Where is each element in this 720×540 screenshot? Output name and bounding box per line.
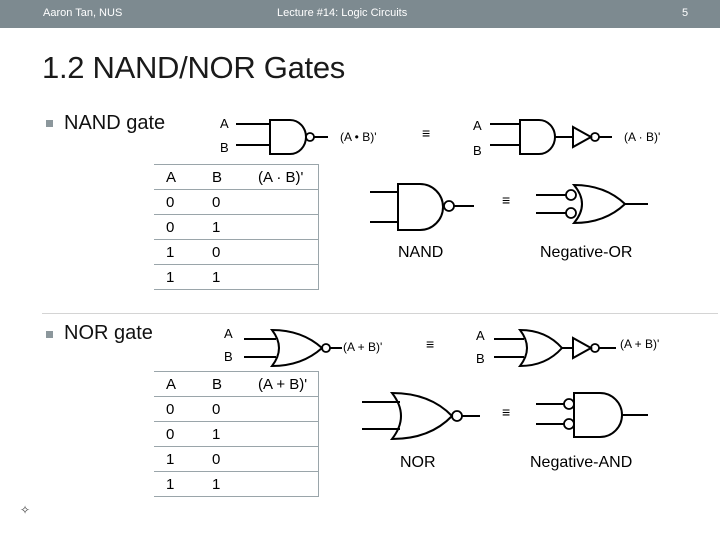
nor-equiv-output: (A + B)' (620, 337, 660, 351)
cell-a: 0 (154, 421, 200, 447)
table-row: 0 1 (154, 214, 319, 240)
nand-bullet: NAND gate (64, 112, 166, 134)
table-row: 1 1 (154, 264, 319, 290)
slide-title: 1.2 NAND/NOR Gates (42, 50, 345, 85)
negative-or-large-symbol (536, 183, 648, 225)
cell-a: 1 (154, 239, 200, 265)
cell-output (246, 471, 319, 497)
lecture-title: Lecture #14: Logic Circuits (277, 7, 408, 19)
cell-output (246, 189, 319, 215)
cell-output (246, 239, 319, 265)
cell-b: 1 (200, 471, 246, 497)
nand-diagram-equiv-symbol: ≡ (502, 192, 511, 208)
cell-a: 0 (154, 396, 200, 422)
nor-input-a: A (224, 326, 233, 341)
cell-b: 0 (200, 446, 246, 472)
nor-large-symbol (362, 391, 480, 441)
col-header-b: B (200, 371, 246, 397)
table-row: 1 0 (154, 446, 319, 472)
nor-equiv-symbol: ≡ (426, 336, 435, 352)
col-header-a: A (154, 371, 200, 397)
nand-output-label: (A • B)' (340, 130, 377, 144)
table-header-row: A B (A · B)' (154, 164, 319, 190)
nand-truth-table: A B (A · B)' 0 0 0 1 1 0 1 1 (154, 164, 319, 290)
table-row: 0 0 (154, 396, 319, 422)
col-header-a: A (154, 164, 200, 190)
negative-or-nand-equivalent (490, 119, 612, 155)
cell-output (246, 396, 319, 422)
bullet-marker (46, 120, 53, 127)
cell-b: 1 (200, 264, 246, 290)
cell-a: 1 (154, 264, 200, 290)
table-row: 1 1 (154, 471, 319, 497)
nand-equiv-input-b: B (473, 143, 482, 158)
negative-or-caption: Negative-OR (540, 244, 633, 261)
nor-diagram-equiv-symbol: ≡ (502, 404, 511, 420)
table-header-row: A B (A + B)' (154, 371, 319, 397)
nand-input-a: A (220, 116, 229, 131)
cell-b: 1 (200, 421, 246, 447)
cell-a: 1 (154, 446, 200, 472)
cell-a: 1 (154, 471, 200, 497)
cell-a: 0 (154, 189, 200, 215)
col-header-output: (A + B)' (246, 371, 319, 397)
nand-caption: NAND (398, 244, 444, 261)
bullet-marker (46, 331, 53, 338)
cell-output (246, 446, 319, 472)
crosshair-icon: ✧ (20, 503, 31, 517)
nand-equiv-symbol: ≡ (422, 125, 431, 141)
table-row: 1 0 (154, 239, 319, 265)
cell-b: 0 (200, 396, 246, 422)
cell-a: 0 (154, 214, 200, 240)
nor-equiv-input-a: A (476, 328, 485, 343)
nor-bullet: NOR gate (64, 322, 153, 344)
nor-output-label: (A + B)' (343, 340, 383, 354)
cell-output (246, 421, 319, 447)
negative-and-large-symbol (536, 392, 648, 438)
cell-output (246, 214, 319, 240)
author-text: Aaron Tan, NUS (43, 7, 123, 19)
table-row: 0 1 (154, 421, 319, 447)
nor-input-b: B (224, 349, 233, 364)
cell-b: 0 (200, 189, 246, 215)
cell-b: 1 (200, 214, 246, 240)
negative-and-caption: Negative-AND (530, 454, 633, 471)
nor-gate-symbol (244, 328, 342, 368)
cell-b: 0 (200, 239, 246, 265)
nand-gate-symbol (236, 119, 328, 155)
col-header-b: B (200, 164, 246, 190)
nor-truth-table: A B (A + B)' 0 0 0 1 1 0 1 1 (154, 371, 319, 497)
nand-large-symbol (370, 183, 474, 231)
cell-output (246, 264, 319, 290)
section-divider (42, 313, 718, 314)
header-bar: Aaron Tan, NUS Lecture #14: Logic Circui… (0, 0, 720, 28)
nand-equiv-output: (A · B)' (624, 130, 661, 144)
page-number: 5 (682, 7, 689, 19)
col-header-output: (A · B)' (246, 164, 319, 190)
nand-equiv-input-a: A (473, 118, 482, 133)
nor-equivalent-symbol (494, 328, 616, 368)
nor-caption: NOR (400, 454, 436, 471)
table-row: 0 0 (154, 189, 319, 215)
nand-input-b: B (220, 140, 229, 155)
nor-equiv-input-b: B (476, 351, 485, 366)
